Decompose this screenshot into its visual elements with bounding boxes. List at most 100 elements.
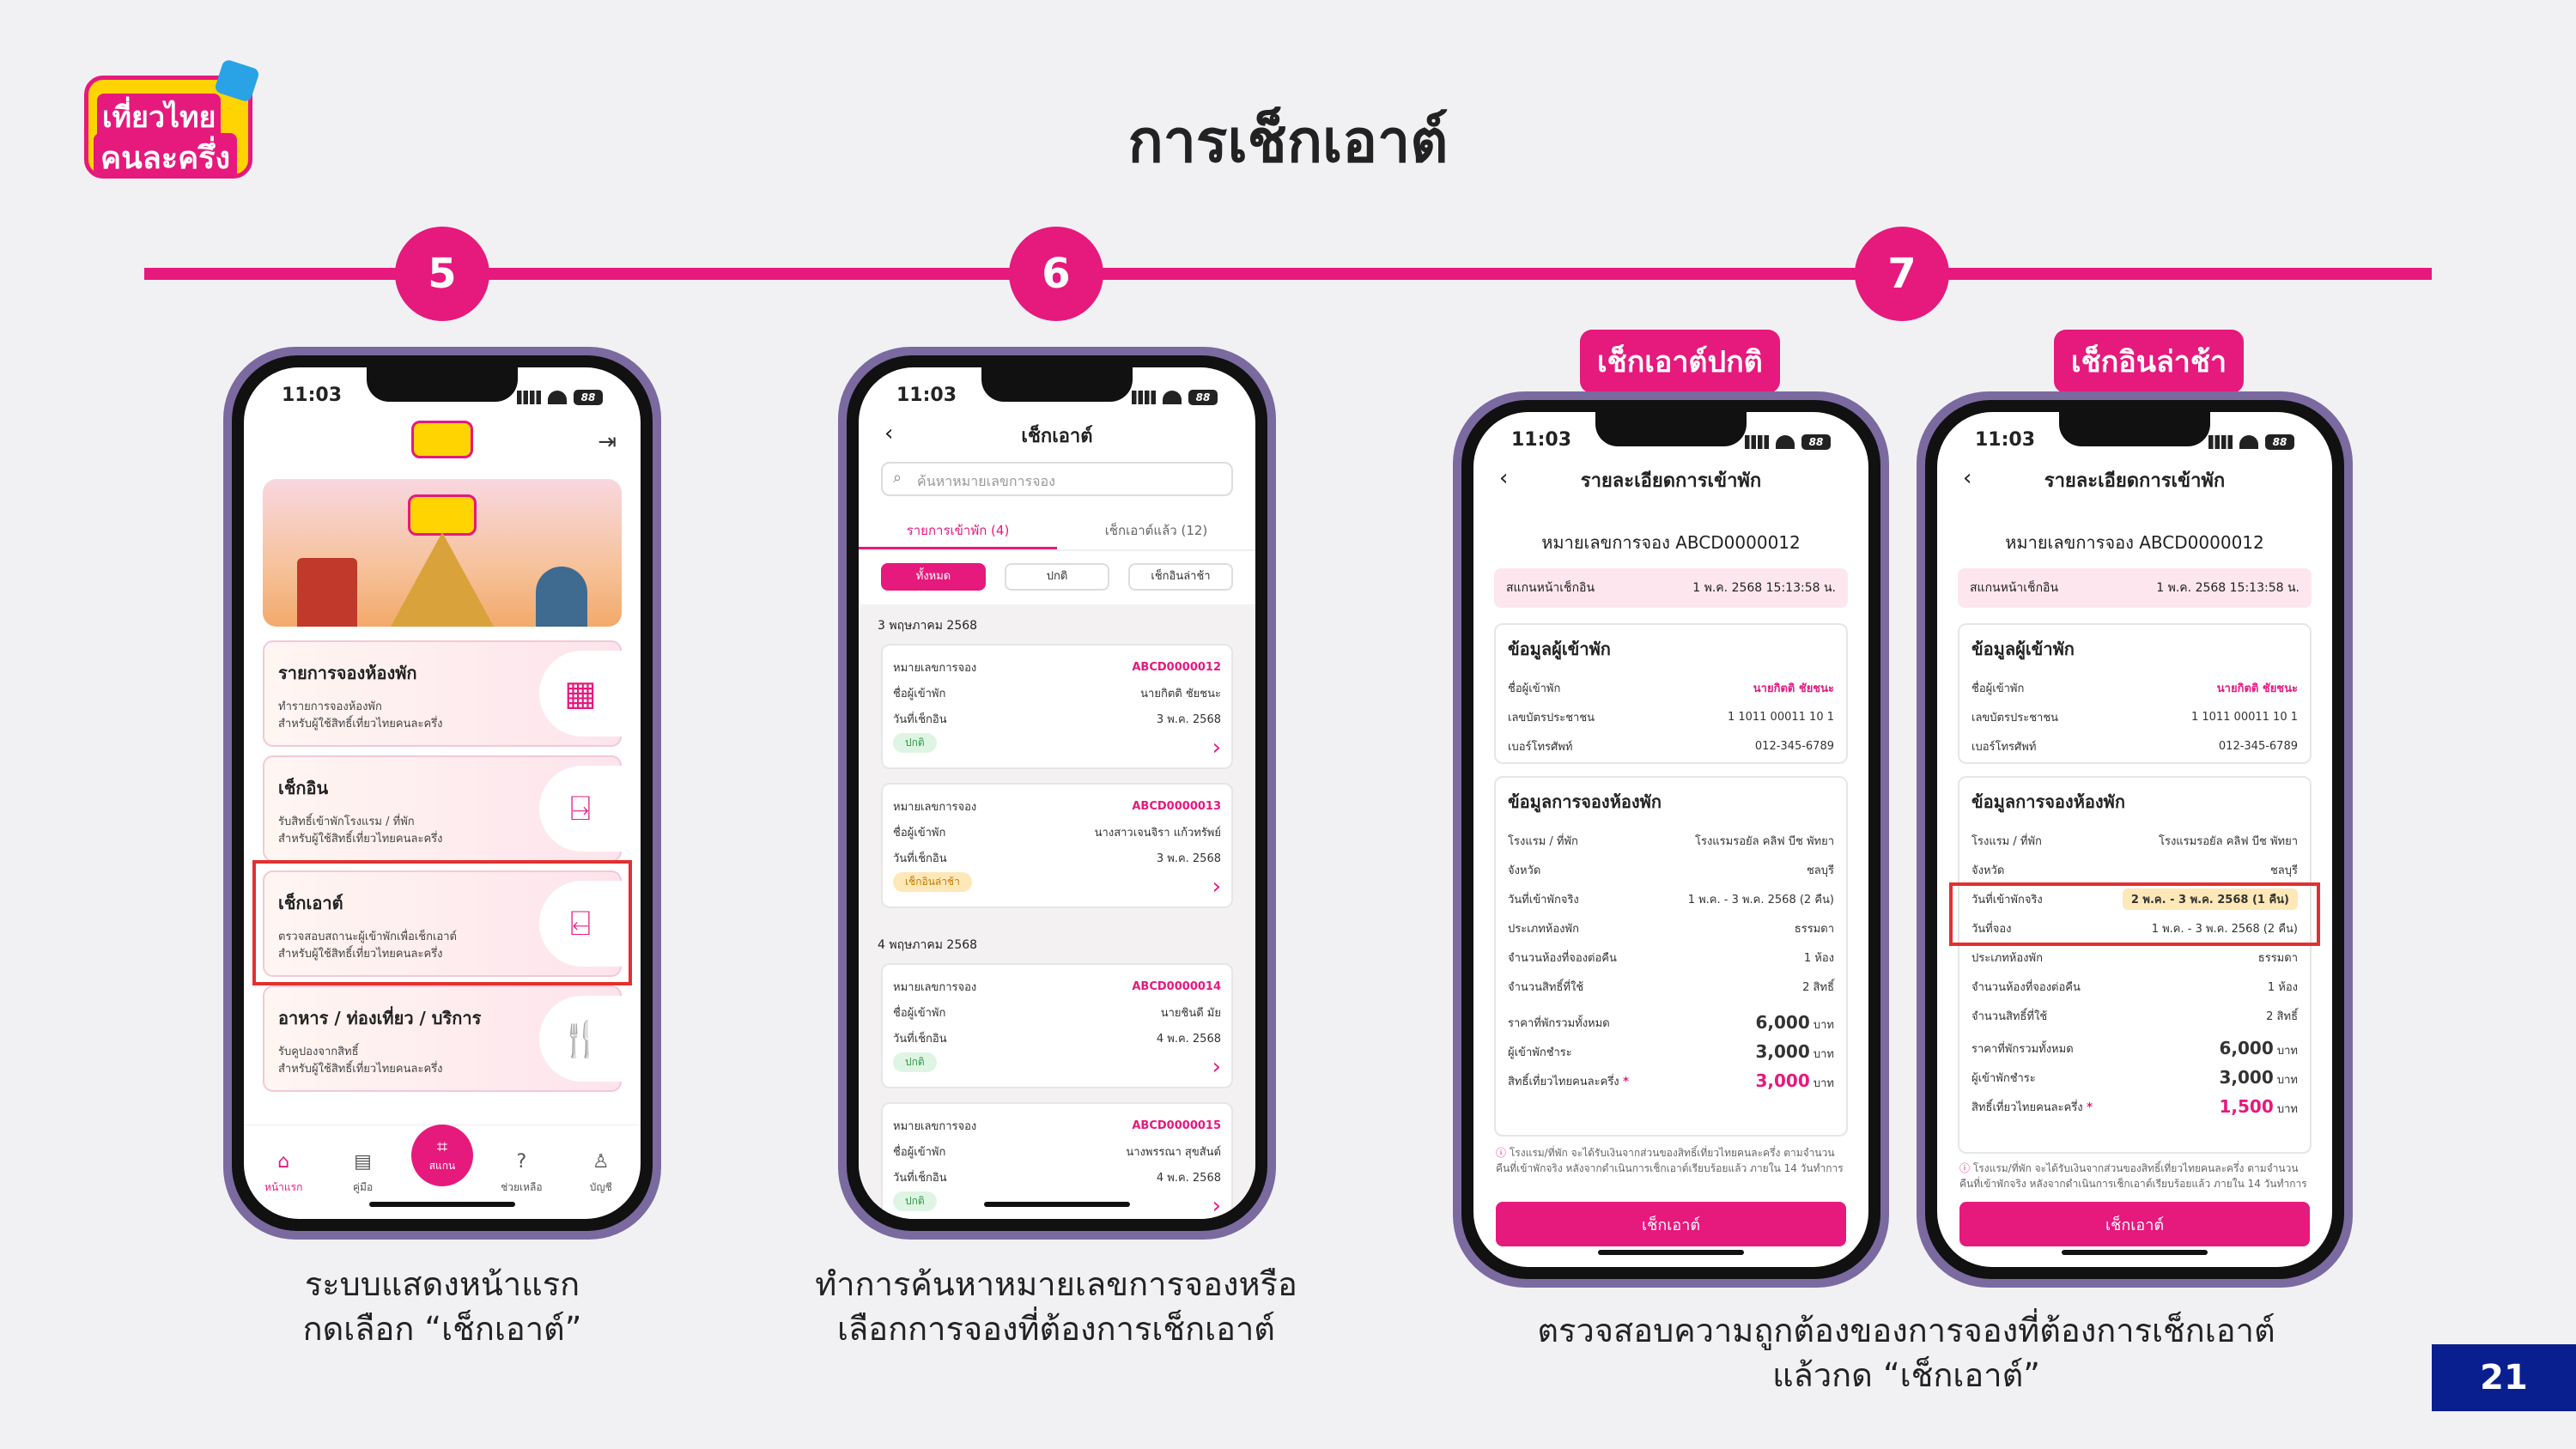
scan-time: 1 พ.ค. 2568 15:13:58 น. xyxy=(2156,581,2300,595)
date-header: 4 พฤษภาคม 2568 xyxy=(878,938,978,952)
menu-sub: สำหรับผู้ใช้สิทธิ์เที่ยวไทยคนละครึ่ง xyxy=(278,718,443,731)
rooms-count: 1 ห้อง xyxy=(2267,980,2298,994)
guest-name: นางสาวเจนจิรา แก้วทรัพย์ xyxy=(1094,826,1221,840)
field-label: วันที่เช็กอิน xyxy=(893,712,947,726)
field-label: จำนวนห้องที่จองต่อคืน xyxy=(1508,951,1617,965)
home-banner xyxy=(263,479,622,627)
guest-name: นายกิตติ ชัยชนะ xyxy=(1753,682,1834,695)
checkout-button[interactable]: เช็กเอาต์ xyxy=(1959,1202,2310,1246)
caption-line: แล้วกด “เช็กเอาต์” xyxy=(1772,1356,2040,1394)
field-label: จำนวนห้องที่จองต่อคืน xyxy=(1971,980,2081,994)
room-type: ธรรมดา xyxy=(2257,951,2298,965)
field-label: วันที่เช็กอิน xyxy=(893,1032,947,1046)
back-icon[interactable]: ‹ xyxy=(1963,465,1972,491)
menu-sub: ตรวจสอบสถานะผู้เข้าพักเพื่อเช็กเอาต์ xyxy=(278,931,457,943)
caption-step-6: ทำการค้นหาหมายเลขการจองหรือ เลือกการจองท… xyxy=(756,1262,1357,1351)
info-icon: ⓘ xyxy=(1496,1147,1510,1159)
field-label: โรงแรม / ที่พัก xyxy=(1971,834,2042,848)
phone-detail-late: 11:03 88 ‹รายละเอียดการเข้าพัก หมายเลขกา… xyxy=(1917,391,2353,1288)
signal-icon xyxy=(2208,435,2233,449)
chevron-right-icon: › xyxy=(1212,1193,1221,1219)
menu-sub: สำหรับผู้ใช้สิทธิ์เที่ยวไทยคนละครึ่ง xyxy=(278,948,443,961)
note-text: โรงแรม/ที่พัก จะได้รับเงินจากส่วนของสิทธ… xyxy=(1496,1147,1844,1174)
menu-sub: สำหรับผู้ใช้สิทธิ์เที่ยวไทยคนละครึ่ง xyxy=(278,833,443,846)
menu-booking[interactable]: รายการจองห้องพัก ทำรายการจองห้องพัก สำหร… xyxy=(263,640,622,747)
battery-icon: 88 xyxy=(1188,390,1218,405)
wifi-icon xyxy=(1163,391,1182,404)
chevron-right-icon: › xyxy=(1212,1054,1221,1080)
caption-line: ระบบแสดงหน้าแรก xyxy=(304,1265,580,1303)
province: ชลบุรี xyxy=(2269,864,2298,877)
tab-help[interactable]: ?ช่วยเหลือ xyxy=(491,1151,551,1219)
field-label: จังหวัด xyxy=(1971,864,2005,877)
section-title: ข้อมูลการจองห้องพัก xyxy=(1971,791,2125,812)
field-label: ราคาที่พักรวมทั้งหมด xyxy=(1508,1016,1610,1030)
phone-home: 11:03 88 ⇥ รายการจองห้องพัก ทำรายการจองห… xyxy=(223,347,661,1240)
province: ชลบุรี xyxy=(1806,864,1834,877)
status-badge: เช็กอินล่าช้า xyxy=(893,872,972,892)
field-label: ชื่อผู้เข้าพัก xyxy=(893,826,946,840)
screen-title: รายละเอียดการเข้าพัก xyxy=(2044,470,2226,492)
field-label: ราคาที่พักรวมทั้งหมด xyxy=(1971,1042,2074,1056)
app-logo xyxy=(411,421,473,458)
field-label: ชื่อผู้เข้าพัก xyxy=(893,1006,946,1020)
note-text: โรงแรม/ที่พัก จะได้รับเงินจากส่วนของสิทธ… xyxy=(1959,1162,2307,1190)
tab-home[interactable]: ⌂หน้าแรก xyxy=(253,1151,313,1219)
field-label: วันที่เข้าพักจริง xyxy=(1508,893,1579,906)
guest-name: นายกิตติ ชัยชนะ xyxy=(1140,687,1221,700)
rooms-count: 1 ห้อง xyxy=(1803,951,1834,965)
checkin-date: 3 พ.ค. 2568 xyxy=(1156,712,1221,726)
booking-no: ABCD0000013 xyxy=(1132,799,1221,813)
filter-all[interactable]: ทั้งหมด xyxy=(881,563,986,591)
currency: บาท xyxy=(1813,1076,1834,1090)
field-label: เลขบัตรประชาชน xyxy=(1971,711,2059,724)
section-title: ข้อมูลการจองห้องพัก xyxy=(1508,791,1662,812)
step-7-marker: 7 xyxy=(1855,227,1949,321)
field-label: จำนวนสิทธิ์ที่ใช้ xyxy=(1971,1009,2048,1023)
logo-text-line1: เที่ยวไทย xyxy=(97,94,222,140)
tab-manual[interactable]: ▤คู่มือ xyxy=(333,1151,393,1219)
back-icon[interactable]: ‹ xyxy=(884,421,894,446)
label-normal-checkout: เช็กเอาต์ปกติ xyxy=(1580,330,1780,393)
checkout-button[interactable]: เช็กเอาต์ xyxy=(1496,1202,1846,1246)
checkin-date: 4 พ.ค. 2568 xyxy=(1156,1171,1221,1185)
menu-title: อาหาร / ท่องเที่ยว / บริการ xyxy=(278,1008,482,1028)
page-title: การเช็กเอาต์ xyxy=(1127,108,1449,176)
tab-checked-out[interactable]: เช็กเอาต์แล้ว (12) xyxy=(1104,523,1208,538)
signal-icon xyxy=(1132,391,1156,404)
menu-food-travel-service[interactable]: อาหาร / ท่องเที่ยว / บริการ รับคูปองจากส… xyxy=(263,985,622,1092)
field-label: จำนวนสิทธิ์ที่ใช้ xyxy=(1508,980,1584,994)
field-label: วันที่จอง xyxy=(1971,922,2012,936)
phone-number: 012-345-6789 xyxy=(1754,739,1834,753)
section-title: ข้อมูลผู้เข้าพัก xyxy=(1508,639,1611,659)
status-badge: ปกติ xyxy=(893,733,937,753)
menu-checkout[interactable]: เช็กเอาต์ ตรวจสอบสถานะผู้เข้าพักเพื่อเช็… xyxy=(263,870,622,977)
search-input[interactable]: ⌕ค้นหาหมายเลขการจอง xyxy=(881,462,1233,496)
filter-normal[interactable]: ปกติ xyxy=(1005,563,1109,591)
filter-late[interactable]: เช็กอินล่าช้า xyxy=(1128,563,1233,591)
banner-gate xyxy=(297,558,357,627)
field-label: เบอร์โทรศัพท์ xyxy=(1508,740,1573,754)
scan-button[interactable]: ⌗สแกน xyxy=(411,1125,473,1186)
tab-account[interactable]: ♙บัญชี xyxy=(571,1151,631,1219)
tab-staying[interactable]: รายการเข้าพัก (4) xyxy=(859,513,1057,549)
battery-icon: 88 xyxy=(1801,434,1831,450)
menu-title: เช็กเอาต์ xyxy=(278,893,343,913)
booked-stay: 1 พ.ค. - 3 พ.ค. 2568 (2 คืน) xyxy=(2151,922,2298,936)
banner-temple xyxy=(391,532,494,627)
battery-icon: 88 xyxy=(2265,434,2294,450)
room-info-card: ข้อมูลการจองห้องพัก โรงแรม / ที่พักโรงแร… xyxy=(1958,776,2312,1154)
status-time: 11:03 xyxy=(1975,429,2036,451)
rights-count: 2 สิทธิ์ xyxy=(1802,980,1834,994)
field-label: วันที่เช็กอิน xyxy=(893,852,947,865)
menu-checkin[interactable]: เช็กอิน รับสิทธิ์เข้าพักโรงแรม / ที่พัก … xyxy=(263,755,622,862)
field-label: ประเภทห้องพัก xyxy=(1971,951,2043,965)
logout-icon[interactable]: ⇥ xyxy=(598,429,617,455)
back-icon[interactable]: ‹ xyxy=(1499,465,1509,491)
chevron-right-icon: › xyxy=(1212,735,1221,761)
step-5-marker: 5 xyxy=(395,227,489,321)
